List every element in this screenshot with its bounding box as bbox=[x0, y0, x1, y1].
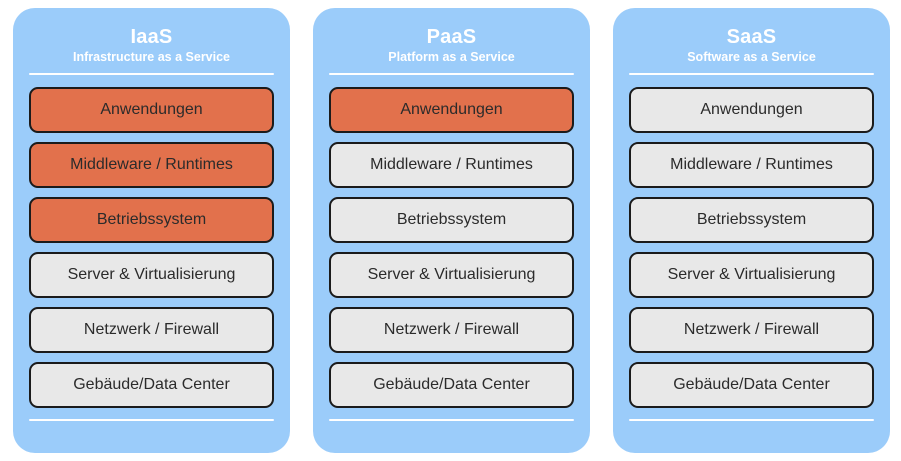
footer-divider-paas bbox=[329, 418, 574, 421]
layer-stack-paas: Anwendungen Middleware / Runtimes Betrie… bbox=[329, 86, 574, 408]
panel-subtitle-iaas: Infrastructure as a Service bbox=[72, 50, 231, 64]
panel-paas: PaaS Platform as a Service Anwendungen M… bbox=[313, 8, 590, 453]
layer-saas-anwendungen: Anwendungen bbox=[629, 86, 874, 133]
layer-stack-saas: Anwendungen Middleware / Runtimes Betrie… bbox=[629, 86, 874, 408]
panel-saas: SaaS Software as a Service Anwendungen M… bbox=[613, 8, 890, 453]
header-divider-iaas bbox=[29, 72, 274, 75]
panel-iaas: IaaS Infrastructure as a Service Anwendu… bbox=[13, 8, 290, 453]
layer-iaas-netzwerk-firewall: Netzwerk / Firewall bbox=[29, 306, 274, 353]
layer-iaas-betriebssystem: Betriebssystem bbox=[29, 196, 274, 243]
layer-paas-anwendungen: Anwendungen bbox=[329, 86, 574, 133]
layer-paas-server-virtualisierung: Server & Virtualisierung bbox=[329, 251, 574, 298]
layer-paas-betriebssystem: Betriebssystem bbox=[329, 196, 574, 243]
layer-stack-iaas: Anwendungen Middleware / Runtimes Betrie… bbox=[29, 86, 274, 408]
panel-subtitle-paas: Platform as a Service bbox=[388, 50, 515, 64]
layer-saas-betriebssystem: Betriebssystem bbox=[629, 196, 874, 243]
panel-title-paas: PaaS bbox=[426, 26, 477, 48]
layer-paas-netzwerk-firewall: Netzwerk / Firewall bbox=[329, 306, 574, 353]
footer-divider-iaas bbox=[29, 418, 274, 421]
layer-iaas-middleware-runtimes: Middleware / Runtimes bbox=[29, 141, 274, 188]
layer-saas-netzwerk-firewall: Netzwerk / Firewall bbox=[629, 306, 874, 353]
layer-paas-middleware-runtimes: Middleware / Runtimes bbox=[329, 141, 574, 188]
layer-saas-gebaeude-data-center: Gebäude/Data Center bbox=[629, 361, 874, 408]
panel-title-saas: SaaS bbox=[726, 26, 777, 48]
layer-paas-gebaeude-data-center: Gebäude/Data Center bbox=[329, 361, 574, 408]
layer-saas-server-virtualisierung: Server & Virtualisierung bbox=[629, 251, 874, 298]
layer-saas-middleware-runtimes: Middleware / Runtimes bbox=[629, 141, 874, 188]
footer-divider-saas bbox=[629, 418, 874, 421]
header-divider-saas bbox=[629, 72, 874, 75]
panel-title-iaas: IaaS bbox=[130, 26, 173, 48]
layer-iaas-gebaeude-data-center: Gebäude/Data Center bbox=[29, 361, 274, 408]
header-divider-paas bbox=[329, 72, 574, 75]
panel-subtitle-saas: Software as a Service bbox=[687, 50, 816, 64]
layer-iaas-server-virtualisierung: Server & Virtualisierung bbox=[29, 251, 274, 298]
layer-iaas-anwendungen: Anwendungen bbox=[29, 86, 274, 133]
